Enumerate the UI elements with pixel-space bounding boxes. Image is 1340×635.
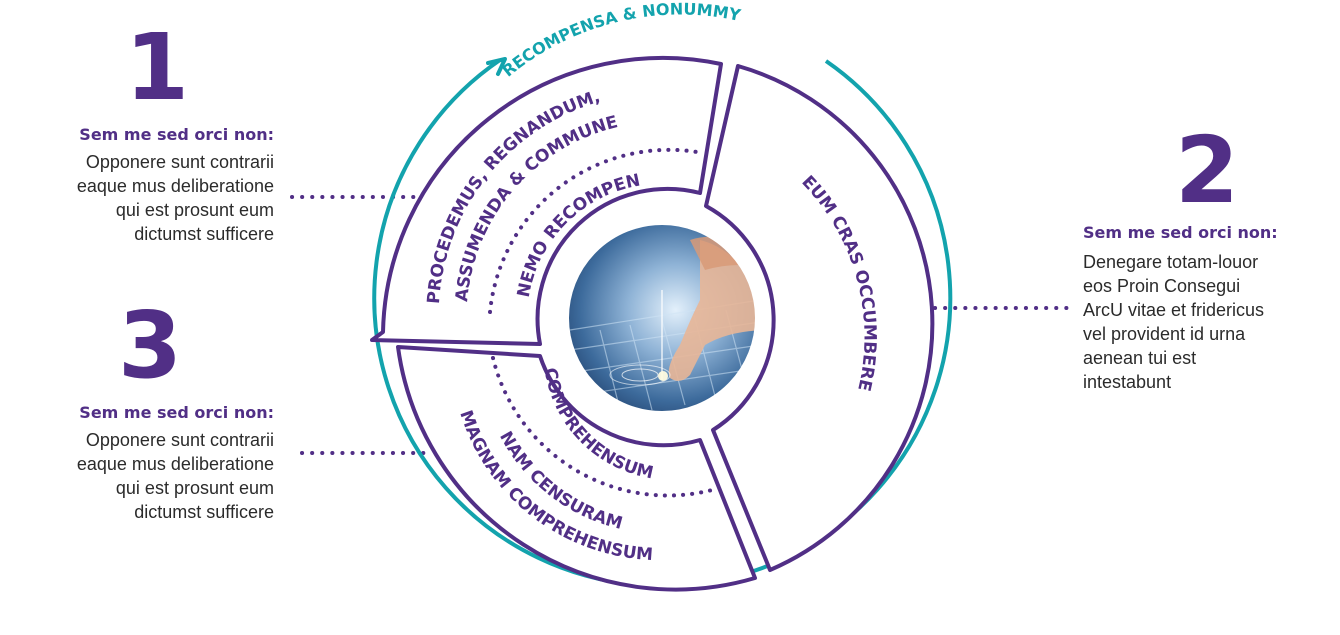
callout-2-number: 2	[1175, 117, 1240, 224]
inner-dotted-arc-bottom	[491, 356, 714, 498]
callout-2-line: ArcU vitae et fridericus	[1083, 300, 1265, 320]
callout-2-line: Denegare totam-louor	[1083, 252, 1259, 272]
callout-3-line: Opponere sunt contrarii	[85, 430, 274, 450]
callout-1-number: 1	[125, 14, 190, 121]
callout-3-line: dictumst sufficere	[134, 502, 274, 522]
callout-2-line: vel provident id urna	[1083, 324, 1246, 344]
segment-bottom-left	[396, 345, 757, 592]
callout-1-line: eaque mus deliberatione	[76, 176, 274, 196]
callout-3-text: Opponere sunt contrarii eaque mus delibe…	[0, 428, 274, 524]
callout-1-line: dictumst sufficere	[134, 224, 274, 244]
callout-3-line: qui est prosunt eum	[115, 478, 274, 498]
callout-2-line: intestabunt	[1083, 372, 1172, 392]
callout-1-heading: Sem me sed orci non:	[79, 125, 274, 144]
outer-ring-arrow-icon	[486, 57, 507, 76]
callout-3-heading: Sem me sed orci non:	[79, 403, 274, 422]
inner-dotted-arc-top	[488, 147, 699, 314]
callout-2-line: eos Proin Consegui	[1083, 276, 1241, 296]
callout-3-line: eaque mus deliberatione	[76, 454, 274, 474]
callout-1-line: qui est prosunt eum	[115, 200, 274, 220]
callout-1-line: Opponere sunt contrarii	[85, 152, 274, 172]
callout-1-text: Opponere sunt contrarii eaque mus delibe…	[0, 150, 274, 246]
callout-2-line: aenean tui est	[1083, 348, 1197, 368]
segment-top-left	[370, 55, 723, 346]
segment-right	[704, 64, 935, 572]
callout-3-number: 3	[118, 292, 183, 399]
hand-touching-keyboard-image	[568, 224, 756, 412]
callout-2-text: Denegare totam-louor eos Proin Consegui …	[1083, 250, 1333, 394]
callout-2-heading: Sem me sed orci non:	[1083, 223, 1278, 242]
